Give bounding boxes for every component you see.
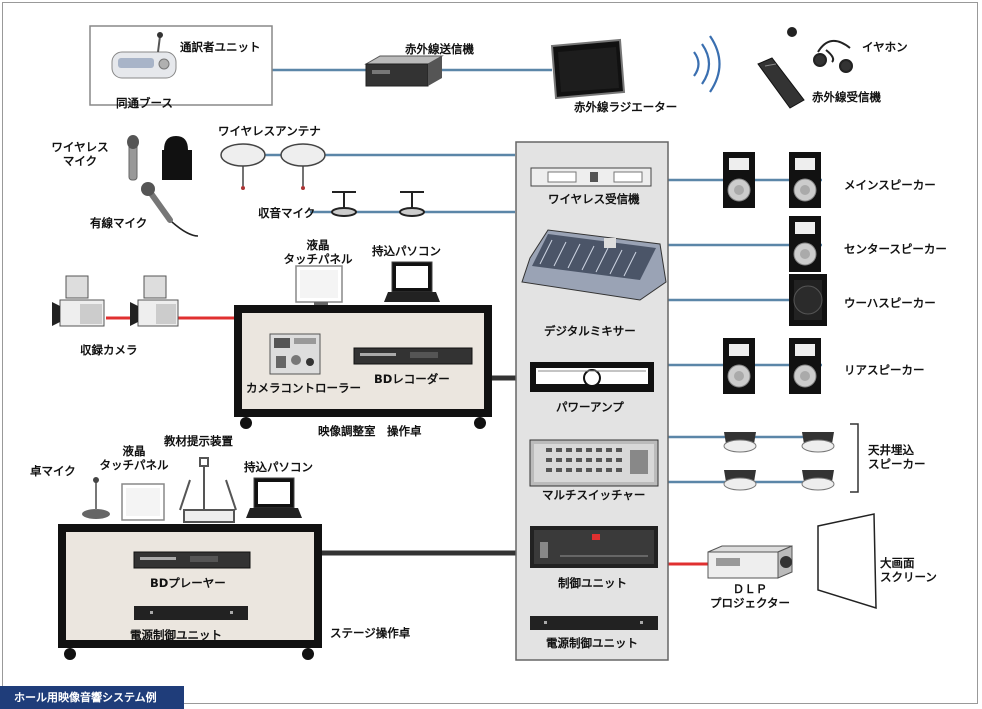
camera-controller-label: カメラコントローラー [246,381,361,395]
wireless-antenna-label: ワイヤレスアンテナ [218,124,321,138]
wireless-receiver-label: ワイヤレス受信機 [548,192,640,206]
bd-player-icon [133,551,251,569]
presenter-icon [179,457,237,523]
screen-icon [817,513,877,610]
wireless-mic-icon [127,135,192,181]
earphone-icon [787,27,853,73]
pickup-mic-icon [331,191,425,217]
projector-label: ＤＬＰ プロジェクター [709,582,791,610]
rack-power-unit-icon [530,616,658,630]
video-laptop-label: 持込パソコン [372,244,441,258]
bd-player-label: BDプレーヤー [150,576,226,590]
stage-power-unit-label: 電源制御ユニット [130,628,222,642]
wireless-antenna-icon [220,143,326,190]
trunk-lines [322,375,516,556]
presenter-label: 教材提示装置 [164,434,233,448]
video-desk-label: 映像調整室 操作卓 [318,424,422,438]
interpreter-unit-label: 通訳者ユニット [180,40,261,54]
ir-radiator-label: 赤外線ラジエーター [574,100,678,114]
rear-speaker-icons [723,338,821,394]
camera-icon-2 [130,275,179,327]
main-speaker-icons [723,152,821,208]
ir-receiver-label: 赤外線受信機 [812,90,881,104]
wireless-mic-label: ワイヤレス マイク [51,140,109,168]
video-laptop-icon [384,261,440,302]
diagram-caption: ホール用映像音響システム例 [0,686,184,709]
ir-receiver-icon [757,57,805,109]
main-speaker-label: メインスピーカー [844,178,936,192]
digital-mixer-icon [521,229,667,301]
bd-recorder-label: BDレコーダー [374,372,450,386]
control-unit-icon [530,526,658,568]
stage-lcd-panel-label: 液晶 タッチパネル [99,444,169,472]
stage-lcd-panel-icon [121,483,165,521]
wired-mic-icon [141,182,199,237]
booth-label: 同通ブース [116,96,173,110]
wireless-receiver-icon [530,167,652,187]
bd-recorder-icon [353,347,473,365]
digital-mixer-label: デジタルミキサー [544,324,636,338]
wired-mic-label: 有線マイク [90,216,148,230]
pickup-mic-label: 収音マイク [258,206,316,220]
stage-laptop-label: 持込パソコン [244,460,313,474]
woofer-speaker-icon [789,274,827,326]
ir-transmitter-label: 赤外線送信機 [405,42,474,56]
desk-mic-icon [82,477,110,519]
screen-label: 大画面 スクリーン [880,556,937,584]
ir-transmitter-icon [364,55,444,87]
rear-speaker-label: リアスピーカー [844,363,925,377]
rack-power-unit-label: 電源制御ユニット [546,636,638,650]
ceiling-speaker-label: 天井埋込 スピーカー [868,443,926,471]
power-amp-icon [530,362,654,392]
power-amp-label: パワーアンプ [556,400,624,414]
ceiling-speaker-icons [723,432,835,491]
control-unit-label: 制御ユニット [558,576,627,590]
video-lcd-panel-label: 液晶 タッチパネル [283,238,353,266]
stage-power-unit-icon [134,606,248,620]
camera-controller-icon [269,333,321,375]
woofer-speaker-label: ウーハスピーカー [844,296,936,310]
video-lcd-panel-icon [295,265,343,305]
center-speaker-icon [789,216,821,272]
desk-mic-label: 卓マイク [30,464,76,478]
switcher-icon [529,439,659,487]
ir-wave-icon [693,35,721,93]
ceiling-speaker-bracket [850,423,859,493]
center-speaker-label: センタースピーカー [844,242,947,256]
interpreter-unit-icon [111,32,177,79]
ir-radiator-icon [550,38,626,100]
camera-icon-1 [52,275,105,327]
stage-laptop-icon [246,477,302,518]
earphone-label: イヤホン [862,40,908,54]
stage-desk-label: ステージ操作卓 [330,626,411,640]
stage-desk [58,524,322,660]
projector-icon [707,545,793,579]
switcher-label: マルチスイッチャー [542,488,646,502]
cameras-label: 収録カメラ [80,343,138,357]
equipment-rack [515,141,669,661]
